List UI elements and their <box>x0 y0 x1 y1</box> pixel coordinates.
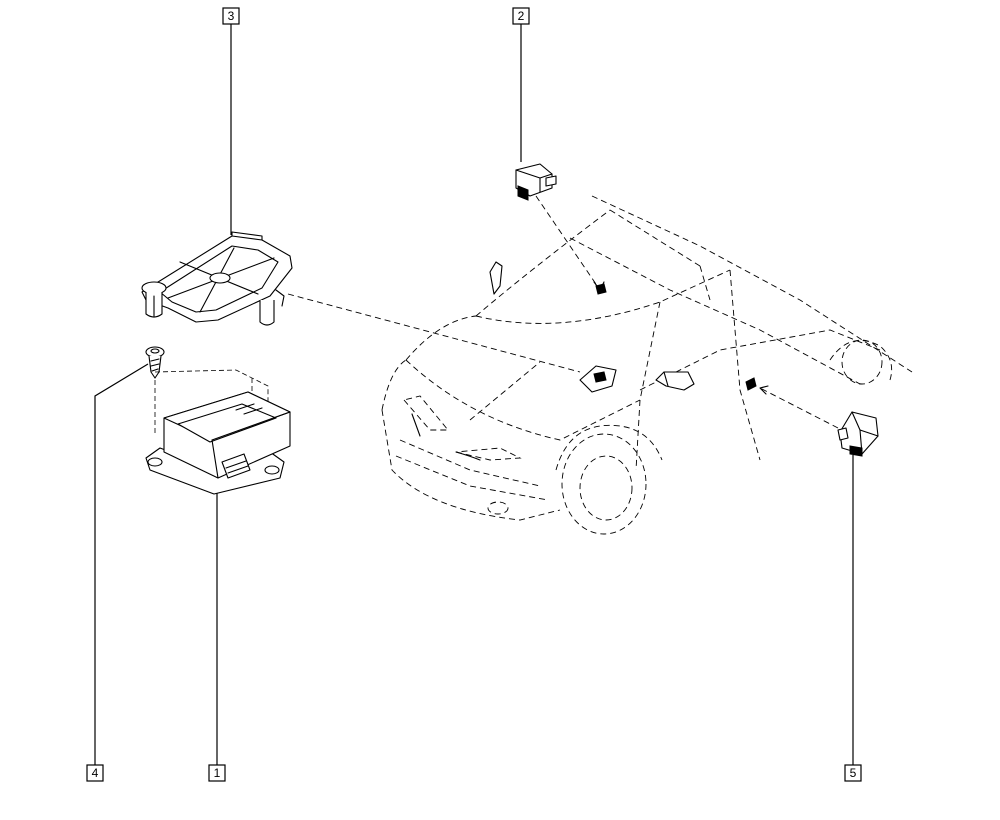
mounting-bracket-part <box>141 231 293 326</box>
vehicle-outline <box>381 195 913 535</box>
callout-1: 1 <box>208 492 226 782</box>
callout-2-label: 2 <box>518 9 525 23</box>
fixing-screw-part <box>145 346 165 435</box>
callout-3-label: 3 <box>228 9 235 23</box>
callout-5-label: 5 <box>850 766 857 780</box>
callout-5: 5 <box>844 455 862 782</box>
bracket-installation-path <box>287 293 581 373</box>
front-impact-sensor-part <box>515 163 605 291</box>
callout-2: 2 <box>512 7 530 162</box>
side-impact-sensor-part <box>759 385 879 457</box>
callout-4: 4 <box>86 363 149 782</box>
airbag-control-unit-part <box>145 369 291 495</box>
callout-1-label: 1 <box>214 766 221 780</box>
callout-4-label: 4 <box>92 766 99 780</box>
callout-3: 3 <box>222 7 240 235</box>
